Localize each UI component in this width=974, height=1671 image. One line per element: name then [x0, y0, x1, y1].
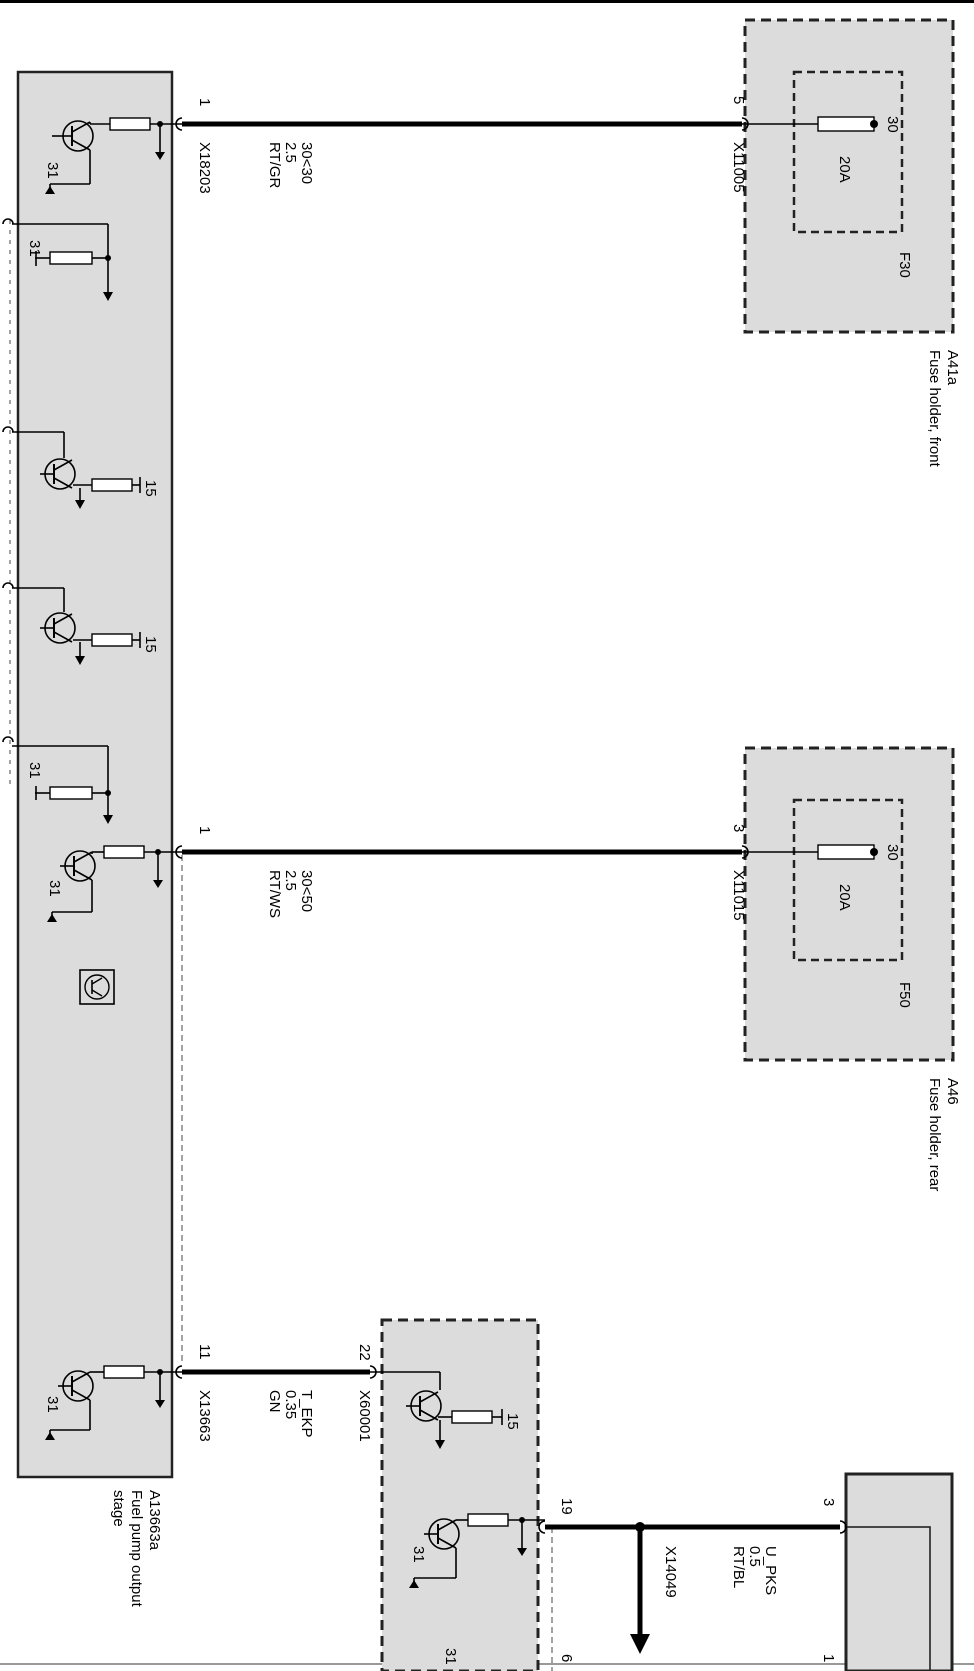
wire-u-pks-color: RT/BL — [730, 1546, 747, 1588]
connector-x60001-arc — [369, 1365, 377, 1379]
wire-30-30-size: 2.5 — [282, 142, 299, 163]
connector-pin1-mid-arc — [175, 845, 183, 859]
connector-x13663-arc — [175, 1365, 183, 1379]
fuse-f30-label: F30 — [896, 252, 913, 278]
pin-3: 3 — [730, 824, 747, 832]
internal-circuit-2 — [12, 223, 113, 301]
pin-1-bottom: 1 — [820, 1654, 837, 1662]
connector-x11015-arc — [741, 845, 749, 859]
fuse-holder-rear-name: Fuse holder, rear — [926, 1078, 943, 1191]
right-bottom-module-box — [844, 1472, 954, 1671]
fuel-pump-module-name-1: Fuel pump output — [128, 1490, 145, 1608]
supply-15-label-2: 15 — [142, 636, 159, 653]
wire-30-30-color: RT/GR — [266, 142, 283, 189]
fuse-f50-box — [792, 798, 904, 962]
x60001-ground-31: 31 — [410, 1546, 427, 1563]
fuse-f50-label: F50 — [896, 982, 913, 1008]
wire-t-ekp-color: GN — [266, 1390, 283, 1413]
connector-x11005-arc — [741, 117, 749, 131]
left-edge-connectors — [2, 218, 14, 743]
fuse-f30-terminal: 30 — [884, 116, 901, 133]
pin-6-bottom: 6 — [558, 1654, 575, 1662]
connector-x60001: X60001 — [356, 1390, 373, 1442]
connector-x11015: X11015 — [730, 870, 747, 921]
wire-t-ekp-size: 0.35 — [282, 1390, 299, 1419]
fuel-pump-module-name-2: stage — [110, 1490, 127, 1527]
supply-15-label-1: 15 — [142, 480, 159, 497]
fuse-holder-front-name: Fuse holder, front — [926, 350, 943, 468]
pin-19: 19 — [558, 1498, 575, 1515]
x60001-module-box — [380, 1318, 540, 1671]
wire-t-ekp-signal: T_EKP — [298, 1390, 315, 1438]
wire-u-pks-signal: U_PKS — [762, 1546, 779, 1595]
x60001-circuit-2 — [409, 1513, 545, 1588]
ground-31-label-4: 31 — [46, 880, 63, 897]
internal-circuit-1 — [45, 117, 182, 194]
fuse-f50-rating: 20A — [836, 884, 853, 911]
pin-1-top: 1 — [196, 98, 213, 106]
fuse-f30-symbol — [742, 116, 878, 132]
x60001-supply-15: 15 — [504, 1413, 521, 1430]
right-bottom-module-inner — [845, 1526, 931, 1671]
wire-30-50-size: 2.5 — [282, 870, 299, 891]
pin-5: 5 — [730, 96, 747, 104]
connector-pin19-arc — [538, 1520, 546, 1534]
x60001-circuit-1 — [370, 1371, 503, 1449]
wire-30-50-signal: 30<50 — [298, 870, 315, 912]
fuse-holder-rear-id: A46 — [944, 1078, 961, 1105]
ground-31-label-2: 31 — [26, 240, 43, 257]
fuse-holder-front-id: A41a — [944, 350, 961, 386]
connector-x18203: X18203 — [196, 142, 213, 194]
connector-x11005: X11005 — [730, 142, 747, 193]
internal-circuit-3 — [12, 431, 141, 509]
pin-1-mid: 1 — [196, 826, 213, 834]
fuse-f50-symbol — [742, 844, 878, 860]
branch-x14049-arrow — [630, 1634, 650, 1654]
wire-u-pks-size: 0.5 — [746, 1546, 763, 1567]
ground-31-label-1: 31 — [44, 162, 61, 179]
fuel-pump-output-stage-box — [16, 70, 174, 1479]
connector-right-pin3-arc — [839, 1520, 847, 1534]
internal-circuit-4 — [12, 587, 141, 665]
fuse-f30-rating: 20A — [836, 156, 853, 183]
ground-31-label-3: 31 — [26, 762, 43, 779]
fuel-pump-module-id: A13663a — [146, 1490, 163, 1551]
connector-x18203-arc — [175, 117, 183, 131]
ground-31-label-5: 31 — [44, 1396, 61, 1413]
pin-22: 22 — [356, 1344, 373, 1361]
module-transistor-icon — [79, 969, 115, 1005]
connector-x14049: X14049 — [662, 1546, 679, 1598]
internal-circuit-5 — [12, 745, 113, 824]
fuse-f30-box — [792, 70, 904, 234]
connector-x13663: X13663 — [196, 1390, 213, 1442]
pin-3-bottom: 3 — [820, 1498, 837, 1506]
wire-30-50-color: RT/WS — [266, 870, 283, 918]
pin-11: 11 — [196, 1344, 213, 1360]
pin-31-bottom: 31 — [442, 1648, 459, 1665]
wire-30-30-signal: 30<30 — [298, 142, 315, 184]
fuse-f50-terminal: 30 — [884, 844, 901, 861]
